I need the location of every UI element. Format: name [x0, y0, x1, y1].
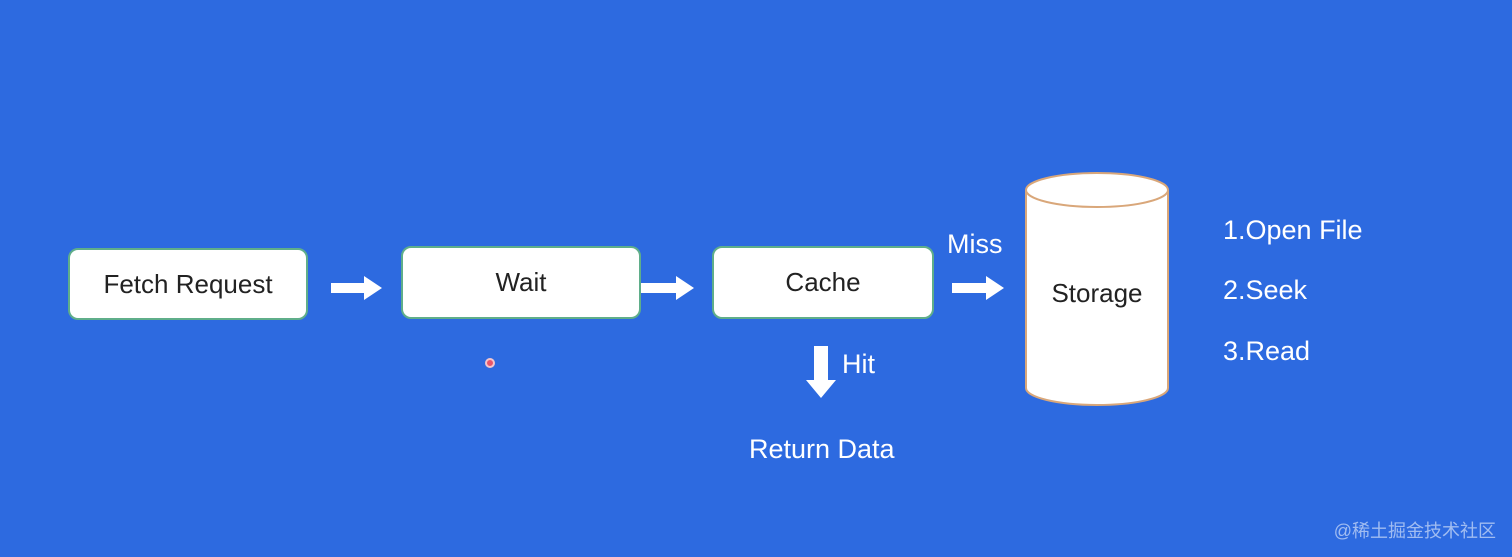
watermark: @稀土掘金技术社区: [1333, 521, 1496, 541]
node-storage-label: Storage: [1051, 278, 1143, 308]
storage-cylinder-top: [1025, 172, 1169, 208]
node-cache-label: Cache: [785, 267, 861, 297]
storage-cylinder: [1025, 172, 1169, 406]
node-fetch-request-label: Fetch Request: [103, 268, 273, 299]
node-wait-label: Wait: [495, 267, 547, 297]
edge-label-miss: Miss: [947, 229, 1003, 259]
return-data-label: Return Data: [749, 434, 895, 464]
storage-cylinder-body: [1025, 190, 1169, 406]
storage-step: 3.Read: [1223, 336, 1311, 366]
arrow-cache-to-storage: [952, 276, 1004, 300]
edge-label-hit: Hit: [842, 349, 875, 379]
cursor-pointer-dot: [485, 358, 495, 368]
node-cache: Cache: [712, 246, 934, 319]
arrow-fetch-to-wait: [331, 276, 382, 300]
arrow-cache-hit-down: [806, 346, 836, 398]
storage-step: 2.Seek: [1223, 275, 1308, 305]
node-wait: Wait: [401, 246, 641, 319]
storage-step: 1.Open File: [1223, 215, 1363, 245]
node-fetch-request: Fetch Request: [68, 248, 308, 320]
arrow-wait-to-cache: [641, 276, 694, 300]
